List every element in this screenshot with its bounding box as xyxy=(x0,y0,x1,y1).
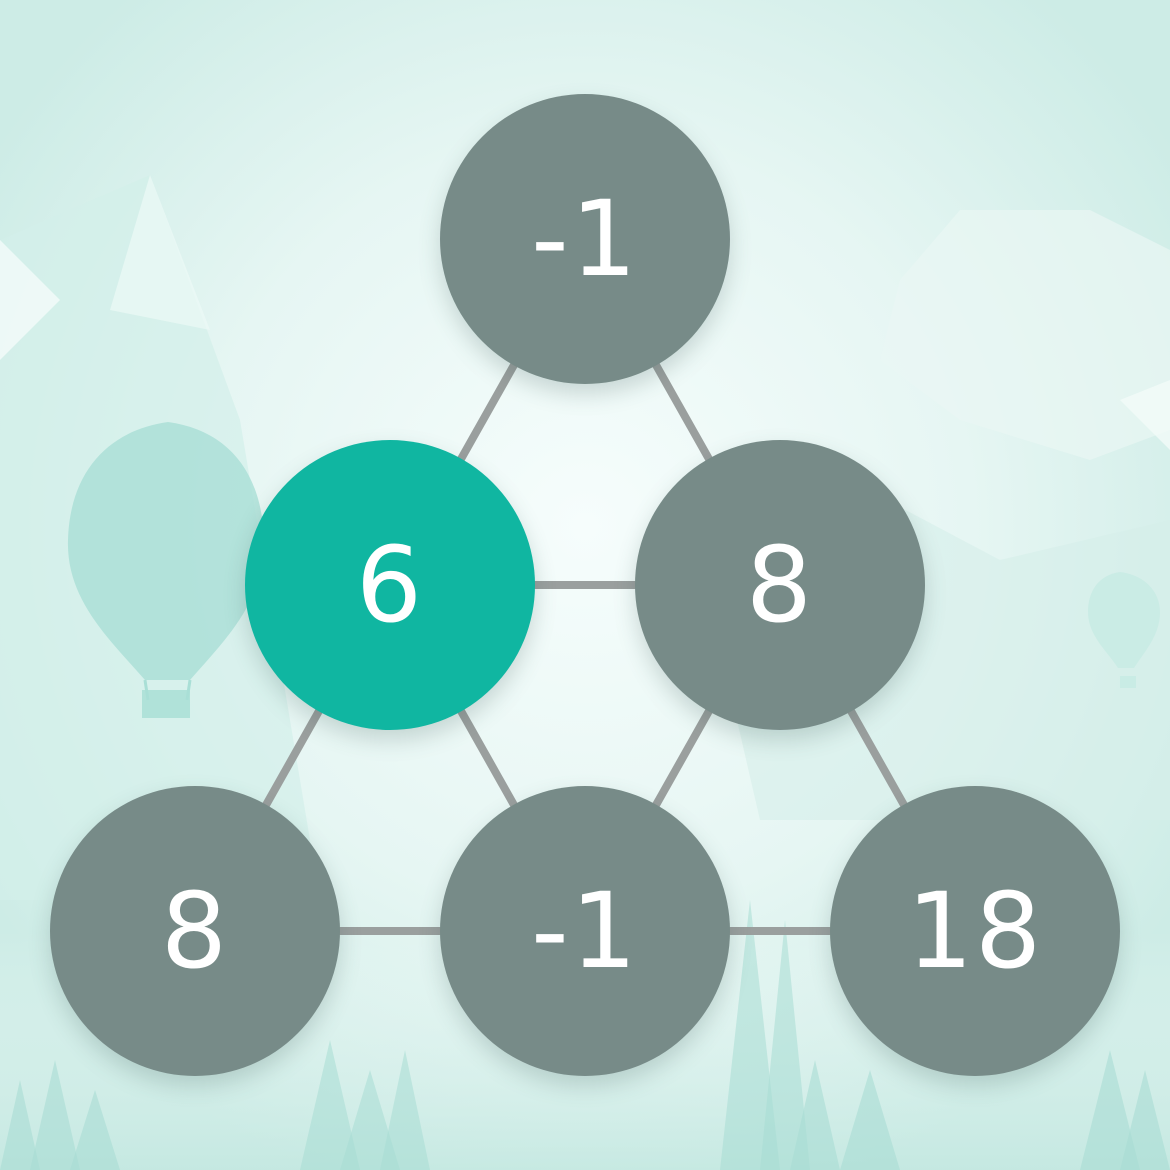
node-value: 6 xyxy=(355,524,425,646)
node-middle-right[interactable]: 8 xyxy=(635,440,925,730)
node-value: -1 xyxy=(531,178,639,300)
hot-air-balloon-icon xyxy=(1088,572,1160,688)
node-value: 8 xyxy=(745,524,815,646)
node-bottom-middle[interactable]: -1 xyxy=(440,786,730,1076)
node-value: 8 xyxy=(160,870,230,992)
node-middle-left-selected[interactable]: 6 xyxy=(245,440,535,730)
node-bottom-right[interactable]: 18 xyxy=(830,786,1120,1076)
node-value: 18 xyxy=(906,870,1044,992)
hot-air-balloon-icon xyxy=(67,422,265,718)
node-value: -1 xyxy=(531,870,639,992)
node-top[interactable]: -1 xyxy=(440,94,730,384)
node-bottom-left[interactable]: 8 xyxy=(50,786,340,1076)
cloud-icon xyxy=(880,210,1170,460)
